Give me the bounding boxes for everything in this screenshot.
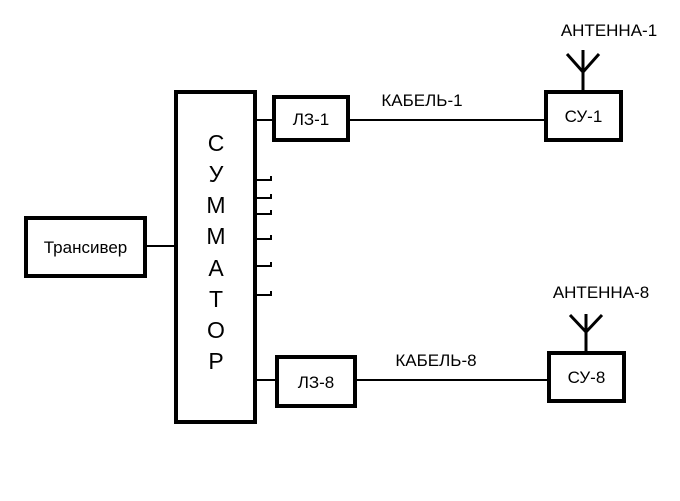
cable-1-label: КАБЕЛЬ-1 <box>381 91 462 110</box>
delay-line-1-block <box>272 95 350 142</box>
output-stub <box>255 291 272 296</box>
output-stub <box>255 194 272 199</box>
channel-8: ЛЗ-8 КАБЕЛЬ-8 СУ-8 АНТЕННА-8 <box>255 283 649 408</box>
output-stub <box>255 262 272 267</box>
channel-1: ЛЗ-1 КАБЕЛЬ-1 СУ-1 АНТЕННА-1 <box>255 21 657 142</box>
transceiver-label: Трансивер <box>44 238 127 257</box>
matching-unit-8-label: СУ-8 <box>568 368 606 387</box>
output-stub <box>255 176 272 181</box>
delay-line-8-label: ЛЗ-8 <box>298 373 335 392</box>
matching-unit-1-block <box>544 90 623 142</box>
combiner-block: С У М М А Т О Р <box>174 90 257 424</box>
combiner-letter: М <box>206 192 225 218</box>
combiner-letter: У <box>209 161 224 187</box>
transceiver-block: Трансивер <box>24 216 147 278</box>
combiner-letter: Р <box>208 348 223 374</box>
antenna-1-icon <box>565 50 601 92</box>
matching-unit-8-block <box>547 351 626 403</box>
antenna-8-label: АНТЕННА-8 <box>553 283 649 302</box>
delay-line-1-label: ЛЗ-1 <box>293 110 330 129</box>
combiner-letter: М <box>206 223 225 249</box>
output-stub <box>255 235 272 240</box>
combiner-letter: А <box>208 255 224 281</box>
matching-unit-1-label: СУ-1 <box>565 107 603 126</box>
antenna-8-icon <box>568 313 604 353</box>
combiner-output-stubs <box>255 176 272 296</box>
antenna-1-label: АНТЕННА-1 <box>561 21 657 40</box>
combiner-letter: О <box>207 317 225 343</box>
delay-line-8-block <box>275 355 357 408</box>
combiner-letter: Т <box>209 286 223 312</box>
output-stub <box>255 210 272 215</box>
combiner-letter: С <box>208 130 225 156</box>
cable-8-label: КАБЕЛЬ-8 <box>395 351 476 370</box>
